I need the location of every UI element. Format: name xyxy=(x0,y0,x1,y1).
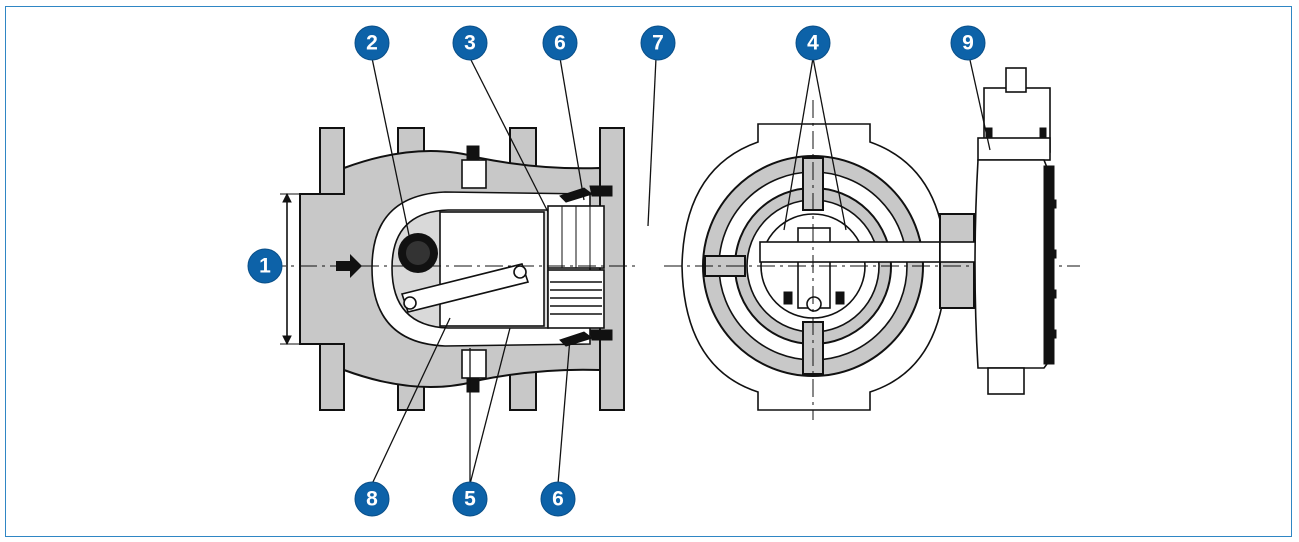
svg-text:8: 8 xyxy=(366,488,378,511)
top-boss xyxy=(461,159,487,189)
callout-3: 3 xyxy=(452,25,488,61)
figure-frame xyxy=(5,6,1292,537)
bottom-boss xyxy=(461,349,487,379)
callout-7: 7 xyxy=(640,25,676,61)
lever-arm xyxy=(400,263,530,313)
lug-bottom-2 xyxy=(509,369,537,411)
callout-6-bottom: 6 xyxy=(540,481,576,517)
svg-text:6: 6 xyxy=(552,488,564,511)
callout-4: 4 xyxy=(795,25,831,61)
handwheel-rim xyxy=(1043,165,1055,365)
disc-hub xyxy=(797,227,831,309)
disc-housing xyxy=(439,211,545,327)
actuator-gearbox xyxy=(974,67,1057,395)
end-view xyxy=(664,100,1080,420)
callout-2: 2 xyxy=(354,25,390,61)
svg-text:9: 9 xyxy=(962,32,974,55)
svg-text:3: 3 xyxy=(464,32,476,55)
svg-text:5: 5 xyxy=(464,488,476,511)
callout-9: 9 xyxy=(950,25,986,61)
side-section-view xyxy=(268,127,640,411)
callout-5: 5 xyxy=(452,481,488,517)
callout-6-top: 6 xyxy=(542,25,578,61)
svg-text:7: 7 xyxy=(652,32,664,55)
actuator-spindle xyxy=(1005,67,1027,93)
leader-lines xyxy=(371,57,991,485)
callout-8: 8 xyxy=(354,481,390,517)
svg-text:6: 6 xyxy=(554,32,566,55)
svg-text:2: 2 xyxy=(366,32,378,55)
shaft xyxy=(759,241,971,263)
callout-1: 1 xyxy=(247,248,283,284)
svg-text:4: 4 xyxy=(807,32,819,55)
svg-text:1: 1 xyxy=(259,255,271,278)
outlet-flange xyxy=(599,127,625,411)
disc-ribs xyxy=(547,269,605,329)
flow-arrow-icon xyxy=(336,254,362,278)
gearbox-body xyxy=(974,159,1051,369)
